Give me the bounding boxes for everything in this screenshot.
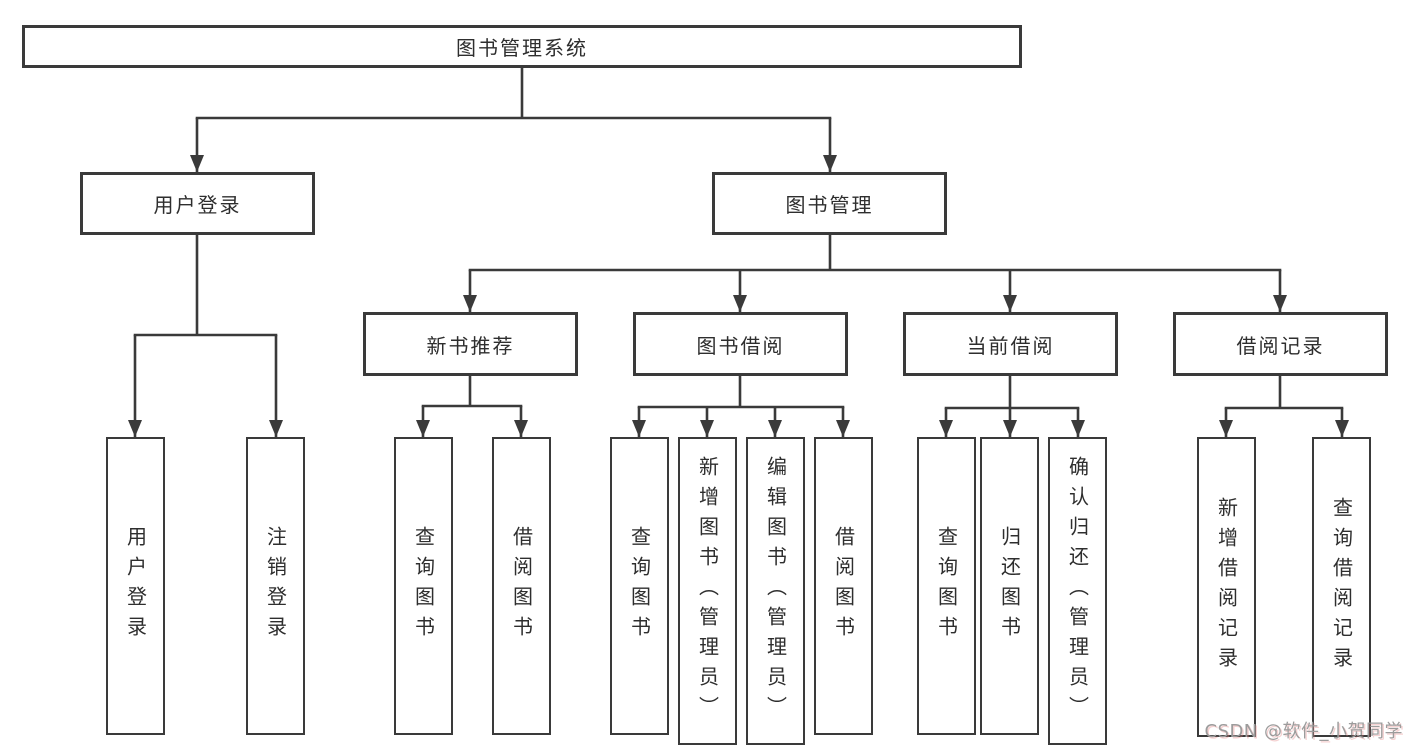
node-current-borrow: 当前借阅 [903,312,1118,376]
node-br-add-record: 新增借阅记录 [1197,437,1256,737]
node-user-login: 用户登录 [80,172,315,235]
node-book-mgmt-label: 图书管理 [785,193,874,217]
node-cb-return-book-label: 归还图书 [997,526,1022,646]
connector-book-borrow-trunk [637,374,845,409]
node-bb-add-book: 新增图书（管理员） [678,437,737,745]
node-current-borrow-label: 当前借阅 [966,333,1055,358]
node-bb-query-book: 查询图书 [610,437,669,735]
node-cb-query-book: 查询图书 [917,437,976,735]
node-cb-confirm-return: 确认归还（管理员） [1048,437,1107,745]
node-cb-confirm-return-label: 确认归还（管理员） [1065,456,1090,726]
watermark: CSDN @软件_小贺同学 [1204,721,1403,742]
node-nb-query-book-label: 查询图书 [411,526,436,646]
node-bb-query-book-label: 查询图书 [627,526,652,646]
connector-user-login-trunk [133,233,278,337]
node-nb-query-book: 查询图书 [394,437,453,735]
node-bb-edit-book: 编辑图书（管理员） [746,437,805,745]
node-borrow-record-label: 借阅记录 [1236,333,1325,358]
connector-root-trunk [195,66,832,120]
connector-current-borrow-trunk [944,374,1080,410]
node-bb-borrow-book: 借阅图书 [814,437,873,735]
node-new-book-rec-label: 新书推荐 [426,333,515,358]
node-bb-borrow-book-label: 借阅图书 [831,526,856,646]
node-br-query-record: 查询借阅记录 [1312,437,1371,737]
node-borrow-record: 借阅记录 [1173,312,1388,376]
node-root: 图书管理系统 [22,25,1022,68]
node-bb-edit-book-label: 编辑图书（管理员） [763,456,788,726]
node-br-add-record-label: 新增借阅记录 [1214,497,1239,677]
node-ul-user-login: 用户登录 [106,437,165,735]
connector-borrow-record-trunk [1224,374,1344,410]
node-book-borrow-label: 图书借阅 [696,333,785,358]
node-nb-borrow-book: 借阅图书 [492,437,551,735]
node-ul-user-login-label: 用户登录 [123,526,148,646]
connector-new-book-rec-trunk [421,374,523,408]
node-new-book-rec: 新书推荐 [363,312,578,376]
node-user-login-label: 用户登录 [153,193,242,217]
node-ul-logout: 注销登录 [246,437,305,735]
node-cb-query-book-label: 查询图书 [934,526,959,646]
connector-book-mgmt-trunk [468,233,1282,272]
node-br-query-record-label: 查询借阅记录 [1329,497,1354,677]
node-nb-borrow-book-label: 借阅图书 [509,526,534,646]
node-book-mgmt: 图书管理 [712,172,947,235]
node-bb-add-book-label: 新增图书（管理员） [695,456,720,726]
node-cb-return-book: 归还图书 [980,437,1039,735]
node-book-borrow: 图书借阅 [633,312,848,376]
node-root-label: 图书管理系统 [456,36,588,60]
node-ul-logout-label: 注销登录 [263,526,288,646]
